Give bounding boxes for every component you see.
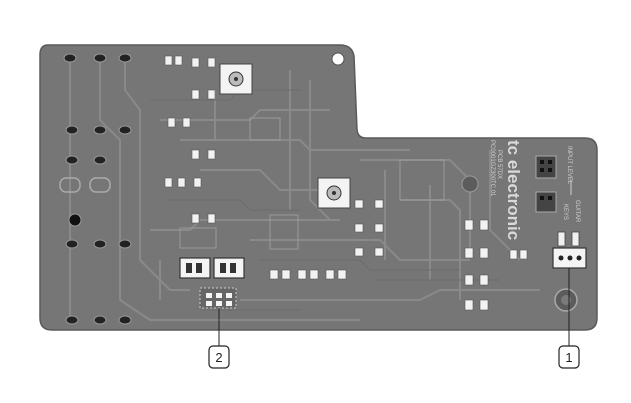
mounting-hole-right-top [461, 175, 479, 193]
header-pins [535, 155, 557, 213]
jack-outline [59, 177, 111, 193]
callout-1-label: 1 [565, 350, 572, 365]
mounting-hole [331, 52, 345, 66]
keys-label: KEYS [562, 204, 568, 220]
brand-logo: tc electronic [504, 140, 523, 240]
left-pad-column [63, 53, 132, 325]
pcb-fine-traces [150, 89, 500, 311]
dip-switch-block [179, 257, 245, 309]
ic-outlines [179, 117, 445, 250]
input-level-label: INPUT LEVEL [566, 146, 572, 185]
trimmer-1 [219, 63, 253, 95]
callout-1: 1 [558, 345, 580, 369]
trimmer-2 [317, 177, 351, 209]
model-line-1: PCB 57DX [496, 150, 502, 179]
guitar-label: GUITAR [574, 200, 580, 223]
callout-leaders [218, 268, 570, 346]
callout-2-label: 2 [215, 350, 222, 365]
smd-pads [164, 55, 528, 311]
model-line-2: PC0001GZ300TC.01 [489, 140, 495, 197]
large-via [68, 213, 82, 227]
callout-2: 2 [208, 345, 230, 369]
